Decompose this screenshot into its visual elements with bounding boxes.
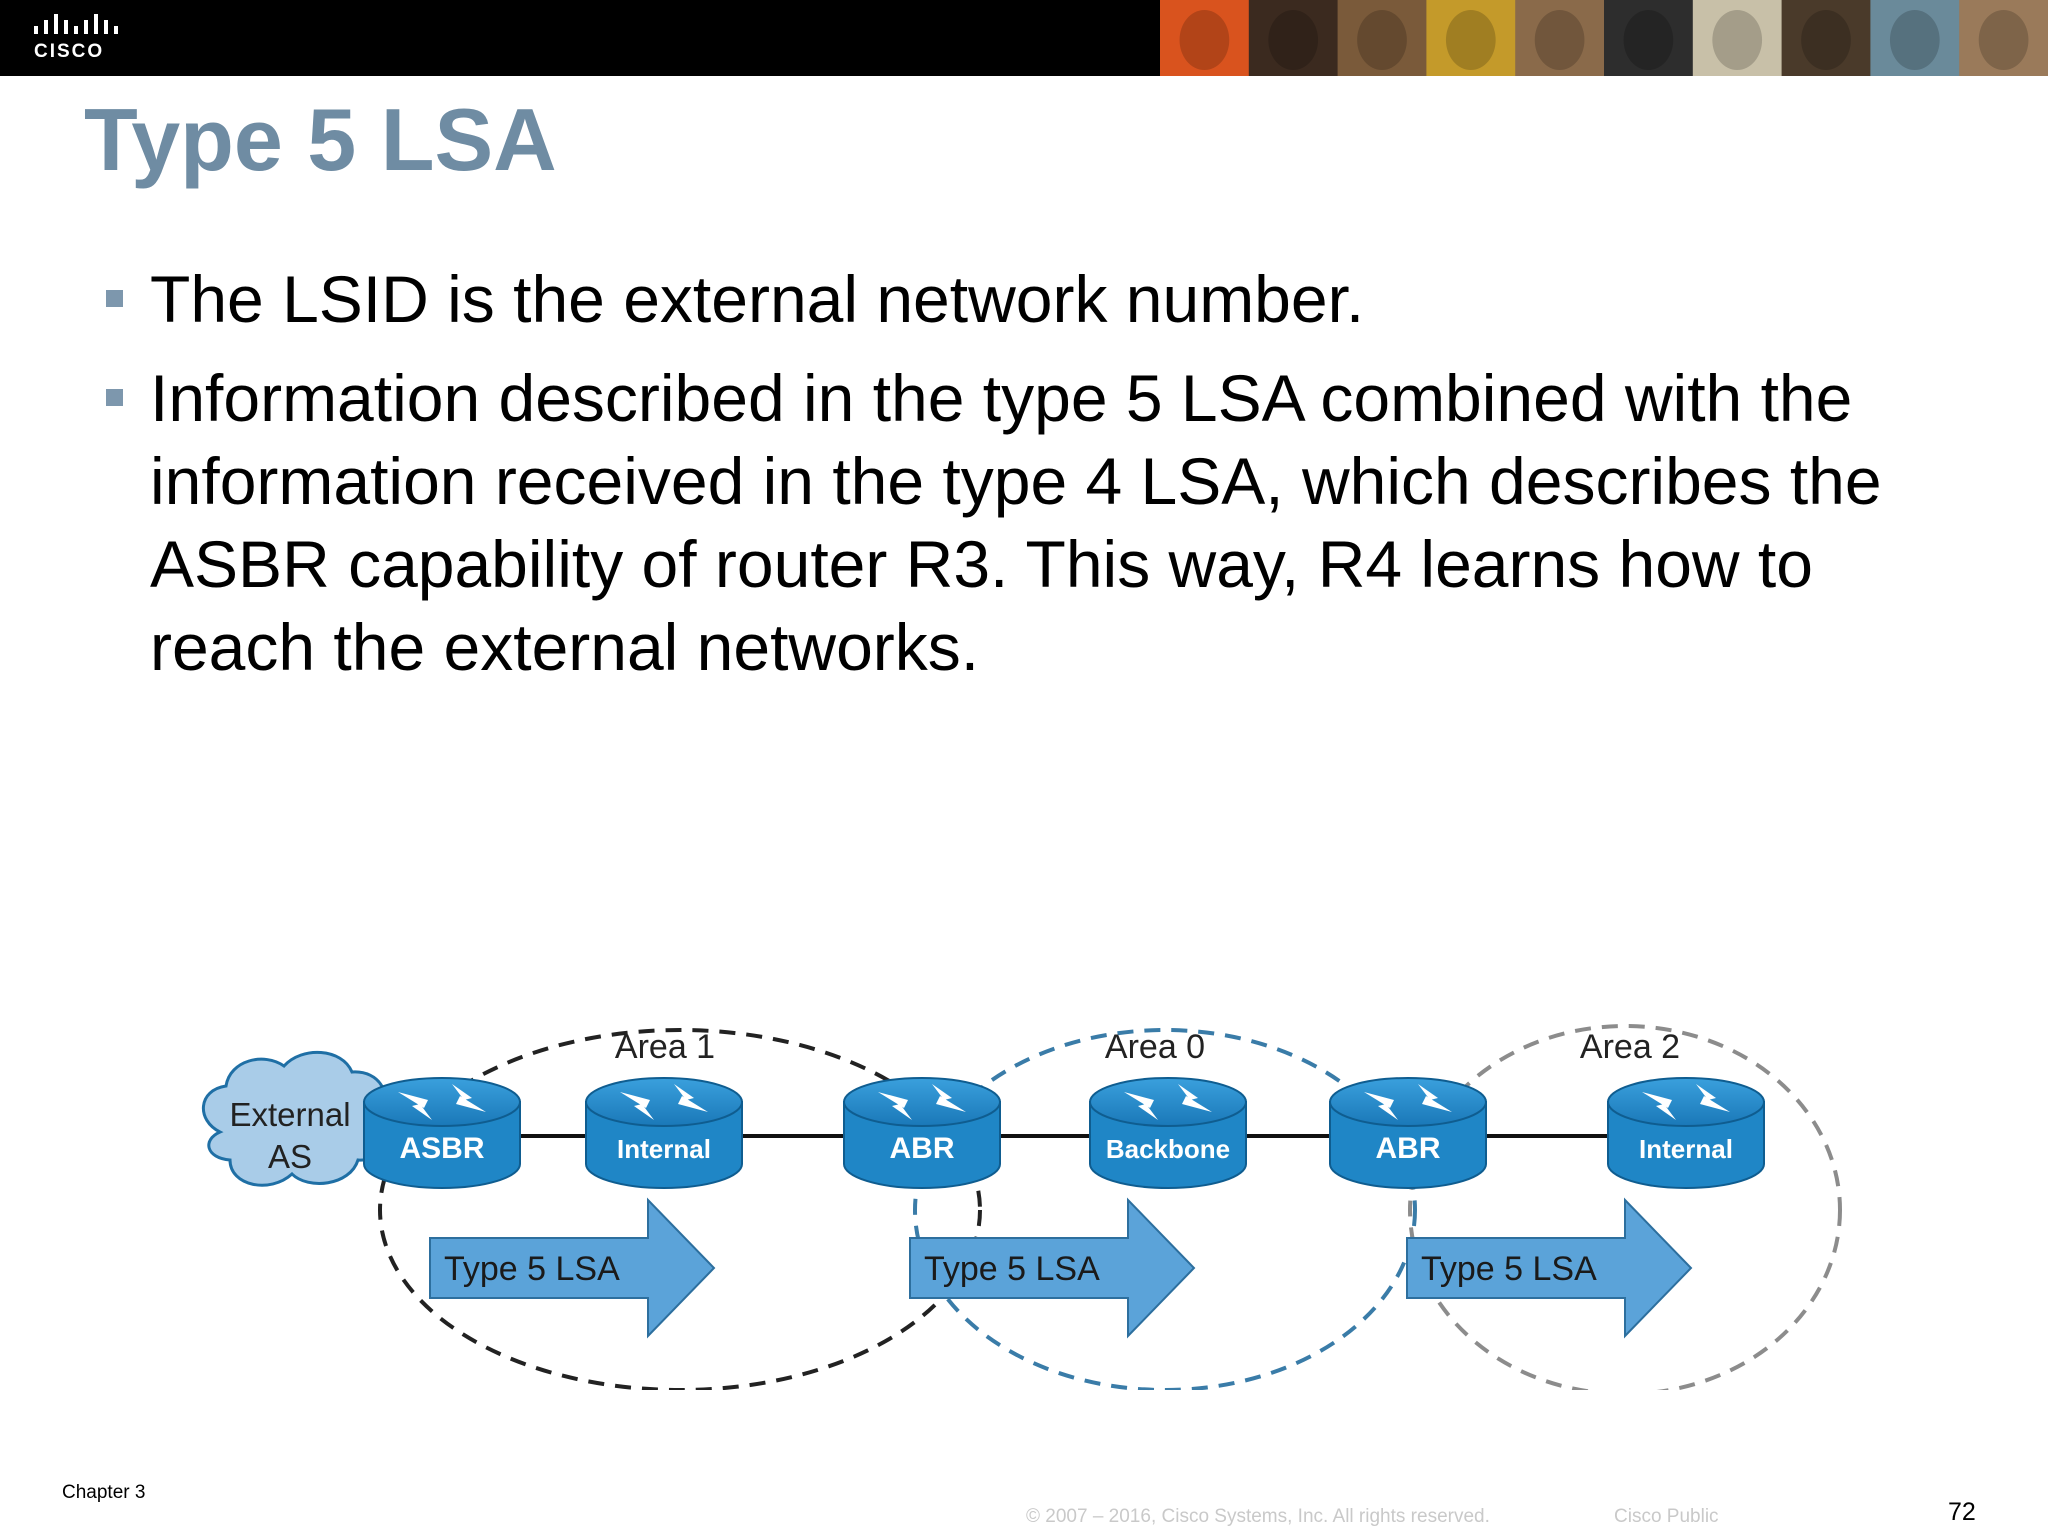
router-top [843,1077,1001,1127]
router-arrow-icon [878,1092,908,1108]
router-label: Internal [617,1134,711,1164]
router-top [363,1077,521,1127]
router-arrow-icon [634,1104,654,1120]
lsa-arrow: Type 5 LSA [909,1197,1196,1339]
cisco-logo: CISCO [30,14,120,62]
router-arrow-icon [1178,1084,1198,1100]
photo-face-shape [1179,10,1230,70]
router-top [1089,1077,1247,1127]
router-icon: ABR [1329,1077,1487,1189]
router-arrow-icon [452,1084,472,1100]
photo-face-shape [1889,10,1940,70]
router-arrow-icon [1124,1092,1154,1108]
slide-title: Type 5 LSA [84,90,557,189]
router-arrow-icon [936,1096,966,1112]
router-icon: Internal [585,1077,743,1189]
lsa-arrow-shape [429,1197,716,1339]
area-1-boundary [378,1028,982,1390]
lsa-arrow-label: Type 5 LSA [1421,1250,1597,1288]
photo-tile [1870,0,1961,76]
router-label: ABR [1376,1132,1441,1165]
router-label: Backbone [1106,1134,1230,1164]
photo-tile [1692,0,1783,76]
lsa-arrow-label: Type 5 LSA [444,1250,620,1288]
cisco-wordmark: CISCO [34,41,105,62]
router-arrow-icon [1378,1104,1398,1120]
photo-face-shape [1712,10,1763,70]
photo-face-shape [1357,10,1407,70]
router-arrow-icon [674,1084,694,1100]
area-label: Area 1 [615,1028,715,1066]
cisco-bars-icon [34,14,118,34]
photo-tile [1337,0,1428,76]
router-arrow-icon [1656,1104,1676,1120]
photo-tile [1781,0,1872,76]
bullet-list: The LSID is the external network number.… [100,258,1980,705]
photo-face-shape [1268,10,1319,70]
router-arrow-icon [1696,1084,1716,1100]
photo-tile [1248,0,1339,76]
photo-face-shape [1623,10,1674,70]
router-label: ASBR [399,1132,484,1165]
photo-tile [1959,0,2048,76]
header-photo-strip [1160,0,2048,76]
router-arrow-icon [1364,1092,1394,1108]
router-arrow-icon [678,1096,708,1112]
router-icon: ABR [843,1077,1001,1189]
bullet-square-icon [106,389,123,406]
bullet-item: Information described in the type 5 LSA … [100,357,1980,689]
area-label: Area 0 [1105,1028,1205,1066]
ospf-lsa-diagram: Area 1 Area 0 Area 2 External AS ASBR Int… [202,1024,1842,1390]
photo-tile [1604,0,1694,76]
footer-classification: Cisco Public [1614,1506,1719,1527]
router-arrow-icon [1422,1096,1452,1112]
router-arrow-icon [1418,1084,1438,1100]
photo-face-shape [1801,10,1851,70]
photo-face-shape [1978,10,2029,70]
photo-tile [1160,0,1250,76]
router-arrow-icon [1642,1092,1672,1108]
photo-face-shape [1534,10,1585,70]
bullet-text: Information described in the type 5 LSA … [150,361,1882,684]
router-arrow-icon [620,1092,650,1108]
footer-chapter: Chapter 3 [62,1482,146,1503]
router-label: Internal [1639,1134,1733,1164]
header-bar: CISCO [0,0,2048,76]
area-0-boundary [913,1028,1417,1390]
area-2-boundary [1408,1024,1842,1390]
router-top [1329,1077,1487,1127]
router-arrow-icon [932,1084,952,1100]
router-arrow-icon [412,1104,432,1120]
router-group: ASBR Internal ABR Backbone ABR Internal [363,1077,1765,1189]
lsa-arrow-group: Type 5 LSA Type 5 LSA Type 5 LSA [429,1197,1693,1339]
bullet-text: The LSID is the external network number. [150,262,1365,336]
bullet-item: The LSID is the external network number. [100,258,1980,341]
router-arrow-icon [1700,1096,1730,1112]
router-top [585,1077,743,1127]
photo-face-shape [1445,10,1496,70]
lsa-arrow-shape [909,1197,1196,1339]
router-top [1607,1077,1765,1127]
page-number: 72 [1948,1498,1976,1526]
router-icon: ASBR [363,1077,521,1189]
router-arrow-icon [398,1092,428,1108]
router-icon: Backbone [1089,1077,1247,1189]
router-arrow-icon [1138,1104,1158,1120]
router-arrow-icon [456,1096,486,1112]
bullet-square-icon [106,290,123,307]
router-label: ABR [890,1132,955,1165]
router-arrow-icon [892,1104,912,1120]
photo-tile [1426,0,1517,76]
lsa-arrow: Type 5 LSA [429,1197,716,1339]
cloud-label: AS [268,1138,312,1175]
photo-tile [1515,0,1605,76]
lsa-arrow: Type 5 LSA [1406,1197,1693,1339]
lsa-arrow-shape [1406,1197,1693,1339]
lsa-arrow-label: Type 5 LSA [924,1250,1100,1288]
area-label: Area 2 [1580,1028,1680,1066]
footer-copyright: © 2007 – 2016, Cisco Systems, Inc. All r… [1026,1506,1490,1527]
router-icon: Internal [1607,1077,1765,1189]
router-arrow-icon [1182,1096,1212,1112]
cloud-label: External [229,1096,350,1133]
